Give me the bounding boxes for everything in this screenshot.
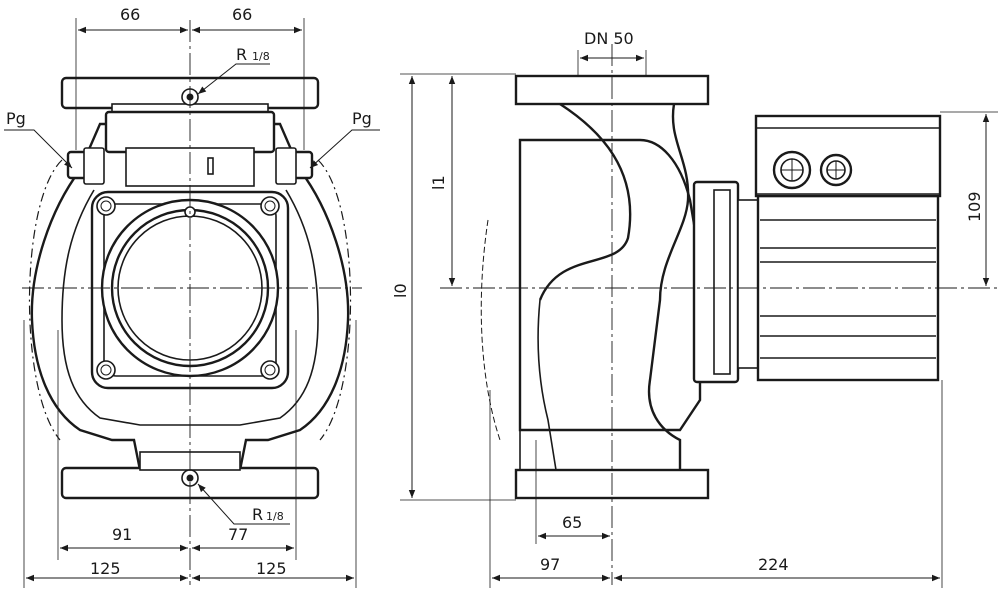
leader-thread-top <box>197 63 270 95</box>
front-view: 66 66 R 1/8 Pg Pg R 1/8 91 77 125 125 <box>4 5 380 588</box>
dim-label-109: 109 <box>965 191 984 222</box>
front-envelope-outline <box>28 159 352 441</box>
dim-label-77: 77 <box>228 525 248 544</box>
side-flow-path-upper <box>538 102 632 301</box>
leader-pg-left <box>4 129 73 169</box>
screw-top-left <box>96 196 116 216</box>
thread-fraction-top: 1/8 <box>252 50 270 63</box>
side-motor-adapter <box>737 199 761 369</box>
dim-label-97: 97 <box>540 555 560 574</box>
thread-label-top: R <box>236 45 247 64</box>
side-motor-fins <box>760 219 936 359</box>
dim-label-l0: l0 <box>391 283 410 298</box>
side-cable-gland-1 <box>772 150 812 190</box>
screw-bottom-right <box>260 360 280 380</box>
dim-label-91: 91 <box>112 525 132 544</box>
cable-gland-left <box>66 147 105 185</box>
dim-label-dn50: DN 50 <box>584 29 634 48</box>
side-flow-inner-left <box>537 299 557 471</box>
dim-label-224: 224 <box>758 555 789 574</box>
pg-label-left: Pg <box>6 109 26 128</box>
side-motor-flange <box>692 180 740 384</box>
dim-label-125-right: 125 <box>256 559 287 578</box>
thread-label-bottom: R <box>252 505 263 524</box>
side-view: DN 50 l0 l1 109 65 97 224 <box>391 29 998 588</box>
leader-thread-bottom <box>197 483 290 525</box>
side-cable-gland-2 <box>819 153 853 187</box>
side-hidden-contour <box>480 219 501 441</box>
dim-label-125-left: 125 <box>90 559 121 578</box>
dim-label-l1: l1 <box>429 175 448 190</box>
screw-bottom-left <box>96 360 116 380</box>
cable-gland-right <box>275 147 314 185</box>
side-motor-flange-inner <box>713 189 731 375</box>
dim-label-66-left: 66 <box>120 5 140 24</box>
screw-top-right <box>260 196 280 216</box>
leader-pg-right <box>309 129 380 169</box>
side-casing-outline <box>518 138 702 432</box>
pg-label-right: Pg <box>352 109 372 128</box>
dim-label-66-right: 66 <box>232 5 252 24</box>
side-flow-path-lower <box>647 103 690 470</box>
dim-label-65: 65 <box>562 513 582 532</box>
thread-fraction-bottom: 1/8 <box>266 510 284 523</box>
terminal-box-slot <box>207 157 214 175</box>
